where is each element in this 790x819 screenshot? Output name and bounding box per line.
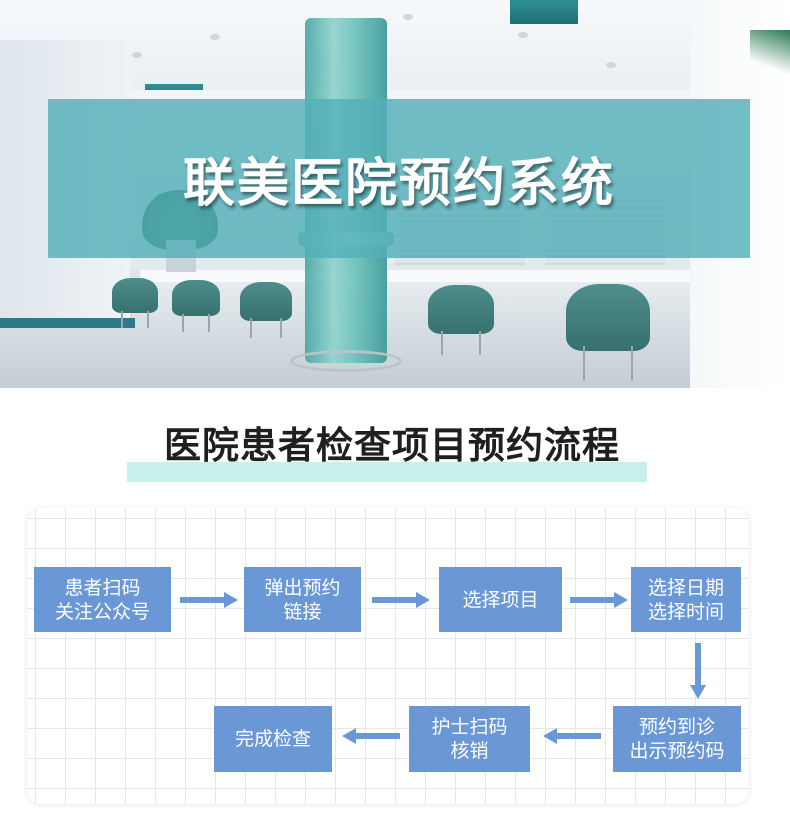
flow-step-line: 核销: [450, 740, 489, 762]
service-counter: [140, 270, 700, 282]
flow-step-popup-link: 弹出预约 链接: [244, 567, 361, 632]
chair: [112, 278, 158, 328]
flow-step-scan-follow: 患者扫码 关注公众号: [34, 567, 171, 632]
flow-step-arrive-show-code: 预约到诊 出示预约码: [613, 706, 741, 772]
arrow-right-icon: [570, 592, 628, 608]
arrow-left-icon: [342, 728, 400, 744]
arrow-right-icon: [180, 592, 238, 608]
flow-step-line: 患者扫码: [64, 576, 141, 599]
flow-step-line: 关注公众号: [54, 600, 150, 623]
pillar-base: [290, 350, 402, 372]
section-title-underline: [127, 462, 647, 482]
arrow-down-icon: [690, 643, 706, 699]
ceiling-light: [518, 32, 528, 38]
ceiling-light: [606, 62, 616, 68]
palm-leaf: [750, 30, 790, 80]
arrow-left-icon: [543, 728, 601, 744]
floor: [0, 320, 790, 388]
flow-step-nurse-verify: 护士扫码 核销: [409, 706, 530, 772]
chair: [240, 282, 292, 338]
flow-step-line: 弹出预约: [264, 576, 341, 599]
flow-step-line: 出示预约码: [629, 740, 725, 762]
banner-title: 联美医院预约系统: [182, 154, 615, 214]
title-banner: [48, 99, 750, 258]
flow-step-line: 预约到诊: [638, 716, 715, 738]
ceiling: [0, 0, 790, 90]
chair: [172, 280, 220, 332]
flow-step-line: 链接: [283, 600, 322, 623]
chair: [428, 285, 494, 355]
flow-step-complete-exam: 完成检查: [214, 706, 332, 772]
ceiling-light: [403, 14, 413, 20]
flow-step-line: 完成检查: [234, 728, 311, 750]
flow-step-select-date-time: 选择日期 选择时间: [631, 567, 741, 632]
ceiling-light: [132, 52, 142, 58]
section-title: 医院患者检查项目预约流程: [164, 424, 620, 467]
flow-step-select-item: 选择项目: [439, 567, 562, 632]
flow-step-line: 护士扫码: [431, 716, 508, 738]
ceiling-light: [210, 34, 220, 40]
flow-step-line: 选择项目: [462, 588, 539, 611]
hanging-sign: [510, 0, 578, 24]
chair: [566, 284, 650, 380]
arrow-right-icon: [372, 592, 430, 608]
flow-step-line: 选择日期: [647, 576, 724, 599]
flow-step-line: 选择时间: [647, 600, 724, 623]
wall-stripe: [0, 318, 135, 328]
